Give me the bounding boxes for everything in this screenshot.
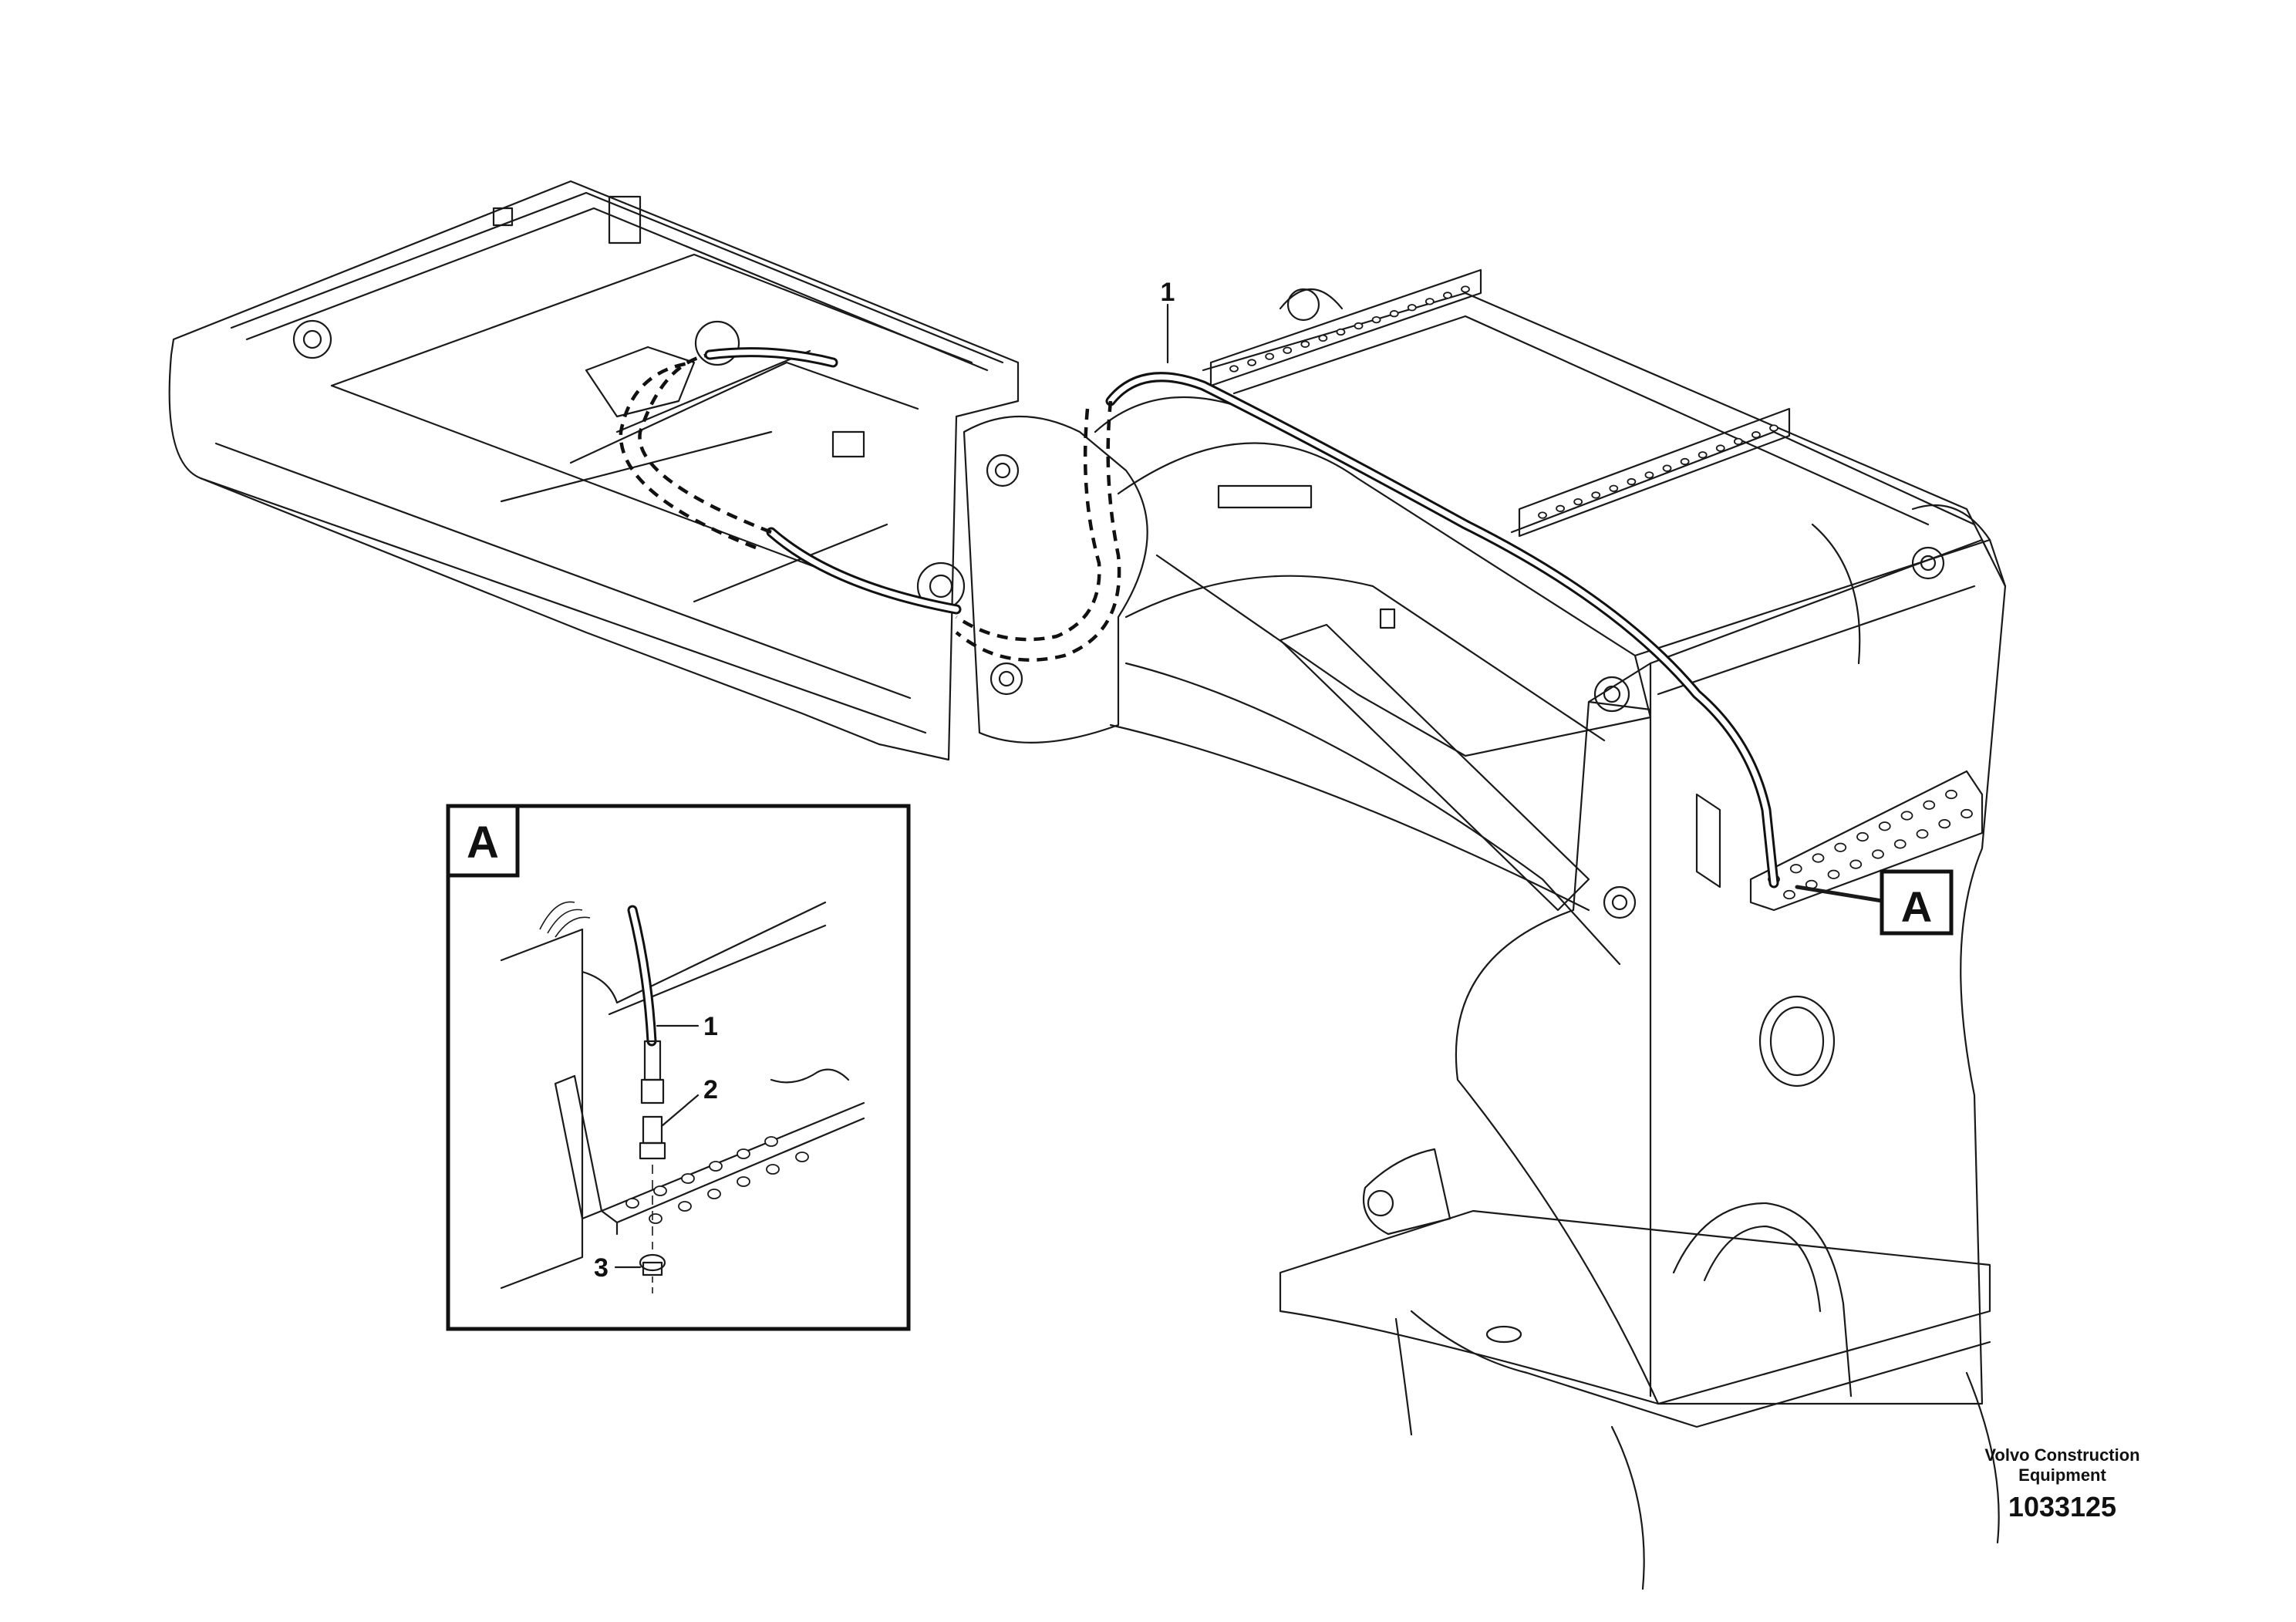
plate-hole: [649, 1213, 663, 1224]
plate-hole: [1538, 511, 1547, 519]
plate-hole: [707, 1189, 721, 1199]
drawing-number: 1033125: [2008, 1491, 2116, 1523]
plate-hole: [1573, 497, 1583, 506]
plate-hole: [1354, 322, 1364, 330]
plate-hole: [1247, 359, 1256, 366]
plate-hole: [1662, 464, 1672, 472]
plate-hole: [795, 1152, 809, 1162]
plate-hole: [1893, 839, 1907, 849]
plate-hole: [1916, 829, 1929, 839]
plate-hole: [1680, 457, 1690, 466]
plate-hole: [1783, 889, 1795, 900]
plate-hole: [1872, 849, 1884, 859]
plate-hole: [1856, 831, 1869, 842]
plate-hole: [1900, 811, 1913, 821]
plate-hole: [1769, 424, 1778, 432]
plate-hole: [766, 1164, 780, 1175]
plate-hole: [1407, 304, 1417, 312]
perforated-rails: [1209, 268, 1791, 538]
plate-hole: [1849, 859, 1863, 869]
plate-hole: [1715, 444, 1725, 452]
plate-hole: [737, 1148, 750, 1159]
plate-hole: [1752, 431, 1761, 439]
plate-hole: [1698, 451, 1708, 459]
plate-hole: [1644, 471, 1654, 479]
detail-view-a: A 1 2 3: [446, 804, 911, 1331]
plate-hole: [1336, 328, 1346, 336]
plate-hole: [1443, 292, 1452, 299]
plate-hole: [764, 1136, 778, 1147]
detail-callout-2: 2: [703, 1075, 718, 1104]
plate-hole: [653, 1185, 667, 1196]
detail-callout-1: 1: [703, 1012, 718, 1041]
plate-hole: [1300, 340, 1310, 348]
plate-hole: [1789, 864, 1802, 874]
plate-hole: [678, 1201, 692, 1212]
plate-hole: [1591, 491, 1601, 499]
plate-hole: [1265, 352, 1275, 360]
detail-reference-marker: A: [1795, 869, 1954, 936]
plate-hole: [625, 1198, 639, 1209]
plate-hole: [1318, 334, 1328, 342]
rear-frame: [1202, 288, 2007, 696]
plate-hole: [1923, 800, 1936, 810]
detail-callout-3: 3: [594, 1253, 609, 1283]
plate-hole: [1938, 818, 1951, 829]
reference-letter: A: [1901, 882, 1932, 931]
hydraulic-hose-main: [619, 347, 1779, 889]
plate-hole: [1461, 285, 1470, 293]
boom-assembly: [963, 396, 1652, 966]
plate-hole: [1424, 298, 1435, 305]
plate-hole: [1371, 315, 1381, 324]
plate-hole: [1945, 789, 1957, 800]
plate-hole: [1627, 477, 1637, 486]
pedestal-tower: [1279, 538, 2007, 1590]
detail-letter: A: [467, 818, 499, 868]
plate-hole: [1827, 869, 1840, 879]
plate-hole: [1229, 365, 1239, 373]
upper-frame-platform: [168, 180, 1020, 761]
callout-label-1: 1: [1161, 278, 1175, 307]
plate-hole: [1834, 842, 1847, 852]
plate-hole: [737, 1176, 750, 1187]
plate-hole: [1878, 821, 1891, 831]
company-name-line2: Equipment: [2018, 1465, 2106, 1485]
company-name-line1: Volvo Construction: [1984, 1445, 2139, 1465]
plate-hole: [1283, 346, 1293, 354]
plate-hole: [1389, 310, 1399, 318]
plate-hole: [1961, 808, 1973, 819]
plate-hole: [1609, 484, 1619, 492]
plate-hole: [1812, 853, 1825, 863]
plate-hole: [709, 1161, 723, 1172]
plate-hole: [681, 1173, 695, 1184]
plate-hole: [1733, 437, 1743, 446]
drawing-footer: Volvo Construction Equipment 1033125: [1984, 1445, 2139, 1523]
callout-item-1-main: 1: [1161, 278, 1175, 364]
plate-hole: [1556, 504, 1565, 512]
